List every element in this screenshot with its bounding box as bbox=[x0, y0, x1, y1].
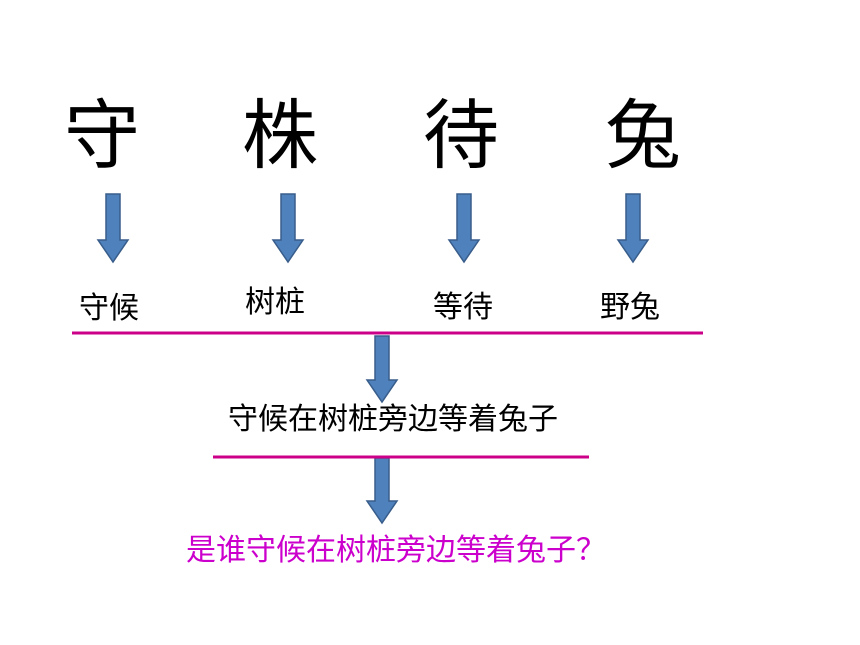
down-arrow-icon bbox=[96, 193, 130, 264]
character-dai: 待 bbox=[423, 91, 499, 180]
down-arrow-icon bbox=[365, 335, 399, 404]
meaning-dengdai: 等待 bbox=[433, 290, 493, 325]
down-arrow-icon bbox=[616, 193, 650, 264]
meaning-shouhou: 守候 bbox=[79, 291, 139, 326]
meaning-shuzhuang: 树桩 bbox=[245, 285, 305, 320]
character-shou: 守 bbox=[64, 91, 140, 180]
combined-sentence: 守候在树桩旁边等着兔子 bbox=[228, 402, 558, 437]
down-arrow-icon bbox=[365, 457, 399, 525]
question-sentence: 是谁守候在树桩旁边等着兔子？ bbox=[186, 533, 606, 568]
down-arrow-icon bbox=[271, 193, 305, 264]
down-arrow-icon bbox=[447, 193, 481, 264]
character-tu: 兔 bbox=[605, 91, 681, 180]
character-zhu: 株 bbox=[242, 91, 318, 180]
meaning-yetu: 野兔 bbox=[600, 290, 660, 325]
